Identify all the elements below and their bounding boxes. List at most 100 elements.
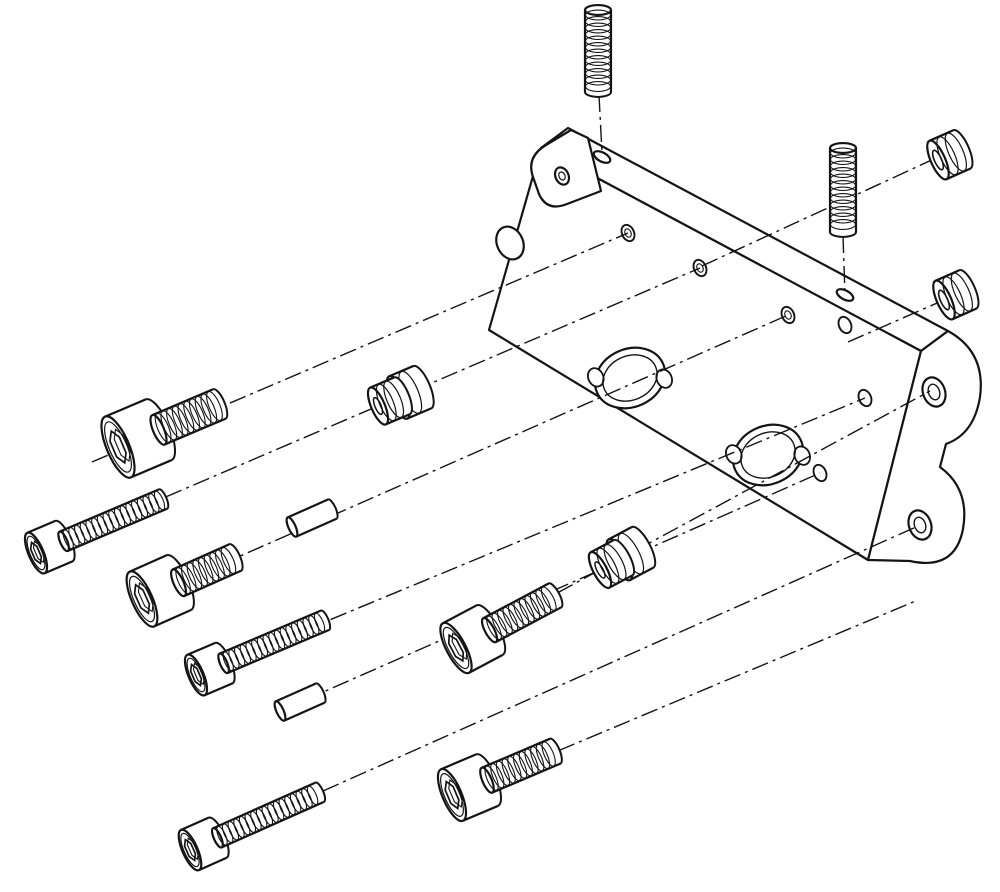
cylinder-face-rim: [285, 516, 299, 538]
head-chamfer-ring: [440, 773, 464, 817]
fastener-parts-layer: [23, 3, 980, 872]
thread-ring: [507, 755, 522, 782]
cylinder-top-edge: [129, 554, 167, 573]
socket-head-screw-3: [125, 543, 244, 628]
thread-ring: [284, 795, 296, 816]
bore-1-slot-b: [655, 368, 673, 389]
thread-ring: [584, 22, 612, 34]
ear-hole: [553, 166, 571, 186]
thread-ring: [308, 615, 320, 635]
thread-ring: [490, 763, 505, 789]
cylinder-top-edge: [275, 682, 317, 703]
knurl-ring: [950, 272, 974, 312]
thread-ring: [177, 403, 195, 434]
cylinder-body: [929, 130, 971, 180]
thread-ring: [289, 793, 302, 813]
cylinder-bottom-edge: [468, 653, 504, 674]
bore-2-inner: [740, 431, 796, 479]
thread-ring: [486, 615, 502, 641]
thread-ring: [233, 818, 245, 838]
thread-ring: [192, 559, 208, 587]
cylinder-body: [590, 540, 633, 588]
threaded-stud-1: [583, 3, 613, 98]
hex-socket: [109, 429, 127, 465]
bore-1-slot-a: [587, 367, 605, 388]
sleeve-groove: [596, 547, 620, 584]
thread-ring: [250, 810, 262, 831]
thread-ring: [197, 557, 214, 585]
thread-ring: [261, 805, 274, 826]
thread-ring: [497, 609, 513, 635]
flange-hole-top: [921, 376, 947, 408]
centering-sleeve-set-2: [587, 525, 657, 590]
cylinder-top-edge: [481, 737, 551, 769]
center-line-stud-1: [598, 94, 603, 154]
thread-ring: [535, 589, 552, 614]
cylinder-body: [608, 527, 654, 580]
cylinder-bottom-edge: [608, 574, 633, 589]
thread-ring: [251, 639, 263, 660]
flange-hole-top-outer: [921, 376, 947, 408]
sleeve-groove: [375, 383, 397, 422]
thread-ring: [188, 398, 206, 429]
hex-socket: [183, 838, 197, 862]
cylinder-top-edge: [440, 753, 477, 771]
thread-ring: [829, 212, 857, 224]
thread-ring: [501, 758, 516, 784]
thread-ring: [829, 160, 857, 172]
cap-sleeve-2: [932, 269, 980, 321]
thread-ring: [227, 820, 240, 841]
thread-ring: [200, 393, 218, 424]
thread-ring: [125, 502, 137, 523]
thread-ring: [513, 601, 530, 626]
thread-ring: [584, 35, 612, 47]
thread-ring: [507, 603, 524, 629]
thread-ring: [541, 741, 556, 767]
thread-ring: [238, 815, 251, 836]
socket-head-screw-4: [183, 609, 332, 697]
cylinder-body: [187, 643, 233, 696]
thread-ring: [183, 400, 201, 431]
thread-ring: [518, 751, 533, 777]
cylinder-bottom-edge: [44, 560, 73, 575]
thread-ring: [584, 48, 612, 60]
cylinder-bottom-edge: [491, 762, 561, 794]
hex-socket-depth: [137, 582, 154, 613]
cylinder-body: [442, 605, 503, 673]
thread-ring: [256, 636, 269, 657]
cylinder-top-edge: [180, 816, 209, 831]
thread-ring: [584, 9, 612, 21]
cylinder-top-edge: [369, 376, 395, 389]
thread-ring: [296, 619, 309, 640]
knurl-ring: [944, 132, 968, 172]
hex-socket: [189, 662, 203, 688]
thread-ring: [306, 785, 319, 806]
thread-ring: [285, 624, 297, 645]
thread-ring: [244, 813, 257, 833]
cylinder-face-rim: [210, 826, 224, 849]
cylinder-top-edge: [26, 520, 56, 534]
flange-hole-top-inner: [927, 383, 941, 401]
thread-ring: [222, 651, 234, 672]
thread-ring: [180, 564, 197, 592]
thread-ring: [524, 748, 539, 774]
bore-1-inner: [602, 354, 658, 402]
thread-ring: [186, 562, 203, 590]
cylinder-bottom-edge: [67, 507, 168, 552]
cap-face-hole: [937, 289, 951, 311]
thread-ring: [268, 632, 280, 652]
hex-socket-depth: [448, 779, 463, 808]
cylinder-face-rim: [57, 530, 70, 553]
sleeve-face-hole: [372, 396, 384, 416]
thread-ring: [529, 592, 546, 617]
thread-ring: [495, 760, 511, 787]
cylinder-body: [27, 521, 73, 574]
thread-ring: [255, 808, 268, 828]
thread-ring: [518, 598, 535, 623]
thread-ring: [829, 186, 857, 198]
thread-ring: [829, 206, 857, 217]
cylinder-top-edge: [172, 543, 230, 571]
cylinder-body: [59, 489, 168, 551]
large-bore-2: [725, 423, 811, 487]
